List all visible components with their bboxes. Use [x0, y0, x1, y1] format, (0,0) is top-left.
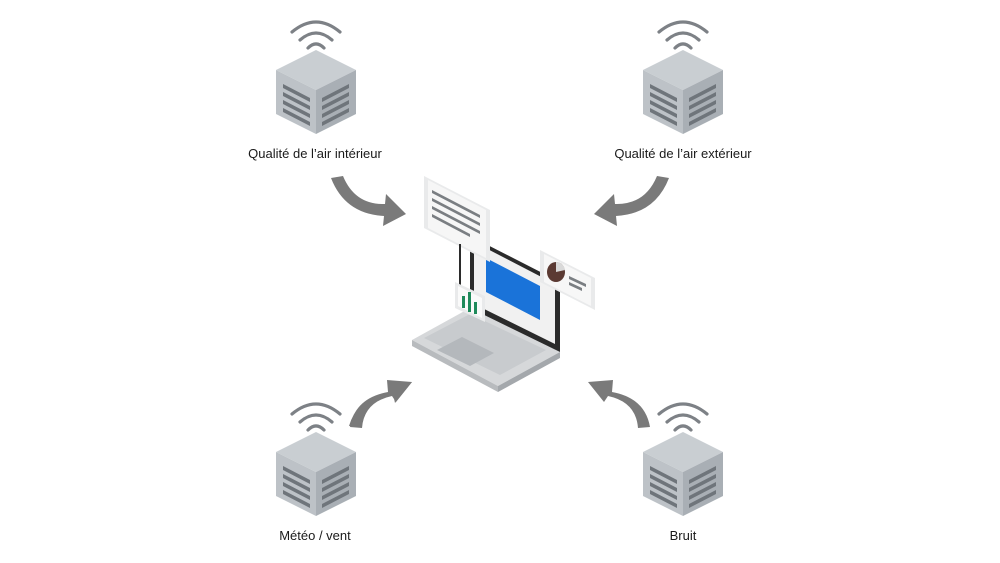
sensor-label-indoor: Qualité de l’air intérieur — [248, 146, 382, 161]
sensor-outdoor — [641, 20, 725, 136]
sensor-box-icon — [641, 402, 725, 518]
laptop-icon — [412, 236, 560, 392]
sensor-meteo — [274, 402, 358, 518]
arrow-icon — [594, 176, 669, 226]
sensor-label-noise: Bruit — [669, 528, 697, 543]
arrows — [331, 176, 669, 428]
sensor-box-icon — [274, 402, 358, 518]
sensor-noise — [641, 402, 725, 518]
arrow-icon — [349, 380, 412, 428]
document-card-icon — [424, 176, 490, 300]
sensor-box-icon — [274, 20, 358, 136]
pie-chart-icon — [540, 250, 595, 310]
sensor-indoor — [274, 20, 358, 136]
arrow-icon — [331, 176, 406, 226]
screen — [486, 258, 540, 320]
sensor-label-outdoor: Qualité de l’air extérieur — [614, 146, 752, 161]
bar-chart-icon — [455, 282, 485, 322]
sensor-label-meteo: Météo / vent — [279, 528, 351, 543]
arrow-icon — [588, 380, 650, 428]
sensor-box-icon — [641, 20, 725, 136]
